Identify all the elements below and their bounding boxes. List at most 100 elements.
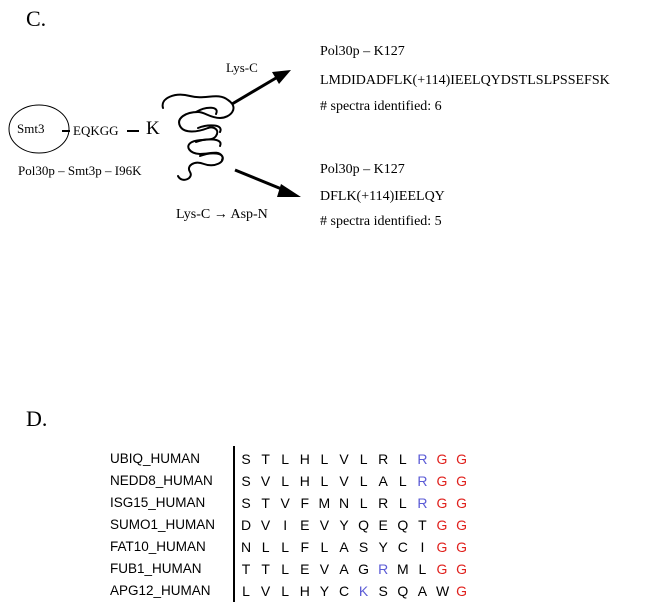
lysc-aspn-arrow [234,168,301,197]
residue: S [378,583,388,599]
residue: Y [339,517,349,533]
residue: L [398,473,407,489]
top-site-label: Pol30p – K127 [320,44,405,59]
residue: G [456,561,468,577]
residue: V [339,451,349,467]
residue: D [240,517,252,533]
residue: V [260,583,271,599]
bottom-peptide: DFLK(+114)IEELQY [320,189,445,204]
residue: G [436,451,448,467]
sequence-name: FAT10_HUMAN [110,539,206,554]
residue: Q [358,517,370,533]
residue: L [359,495,368,511]
residue: T [261,451,270,467]
residue: L [281,451,290,467]
residue: S [241,495,251,511]
residue: T [241,561,251,577]
residue: L [359,451,368,467]
residue: Q [397,583,409,599]
smt3-label: Smt3 [17,121,45,136]
residue: L [359,473,368,489]
linker-sequence: EQKGG [73,123,119,138]
residue: V [260,517,271,533]
residue: V [280,495,290,511]
panel-c-label: C. [26,6,47,31]
residue: Y [378,539,388,555]
sequence-name: UBIQ_HUMAN [110,451,201,466]
residue: N [240,539,252,555]
top-spectra-count: # spectra identified: 6 [320,99,442,114]
residue: F [300,539,310,555]
residue: L [261,539,270,555]
residue: L [281,473,290,489]
panel-c-diagram [8,70,301,197]
smt3-circle [8,104,70,154]
residue: L [320,539,329,555]
residue: T [418,517,427,533]
residue: G [436,517,448,533]
residue: L [398,495,407,511]
residue: G [436,495,448,511]
top-enzyme-label: Lys-C [226,60,258,75]
residue: H [299,583,310,599]
residue: E [300,517,310,533]
residue: H [299,473,310,489]
top-peptide: LMDIDADFLK(+114)IEELQYDSTLSLPSSEFSK [320,73,610,88]
residue: L [281,583,290,599]
panel-d-label: D. [26,406,48,431]
residue: L [320,473,329,489]
residue: S [358,539,369,555]
residue: R [417,473,428,489]
residue: E [378,517,388,533]
residue: G [456,451,468,467]
residue: A [378,473,388,489]
lysc-arrow [231,70,291,106]
residue: C [397,539,408,555]
residue: N [338,495,350,511]
residue: R [378,561,389,577]
residue: G [436,561,448,577]
residue: L [320,451,329,467]
bottom-enzyme-label: Lys-C → Asp-N [176,207,268,222]
residue: I [420,539,425,555]
residue: G [456,583,468,599]
residue: Y [319,583,330,599]
alignment-divider [233,446,235,602]
pol30p-protein-squiggle [161,93,235,181]
residue: W [436,583,450,599]
residue: V [260,473,271,489]
residue: C [338,583,350,599]
residue: G [456,473,468,489]
residue: L [281,539,290,555]
residue: A [417,583,428,599]
residue: M [396,561,409,577]
residue: L [398,451,407,467]
bottom-site-label: Pol30p – K127 [320,162,405,177]
residue: L [242,583,250,599]
residue: H [299,451,310,467]
residue: V [339,473,349,489]
residue: S [241,451,251,467]
residue: T [261,495,270,511]
sequence-name: FUB1_HUMAN [110,561,202,576]
residue: G [436,539,448,555]
residue: L [281,561,290,577]
residue: G [358,561,370,577]
residue: R [417,495,428,511]
residue: G [456,517,468,533]
residue: A [339,539,349,555]
sequence-name: APG12_HUMAN [110,583,211,598]
bottom-spectra-count: # spectra identified: 5 [320,214,442,229]
sequence-name: ISG15_HUMAN [110,495,206,510]
residue: V [319,517,330,533]
residue: L [418,561,427,577]
residue: R [378,451,389,467]
construct-caption: Pol30p – Smt3p – I96K [18,163,142,178]
residue: E [300,561,310,577]
residue: T [261,561,270,577]
residue: R [378,495,389,511]
residue: V [319,561,330,577]
residue: G [456,539,468,555]
residue: F [300,495,310,511]
residue: Q [397,517,409,533]
